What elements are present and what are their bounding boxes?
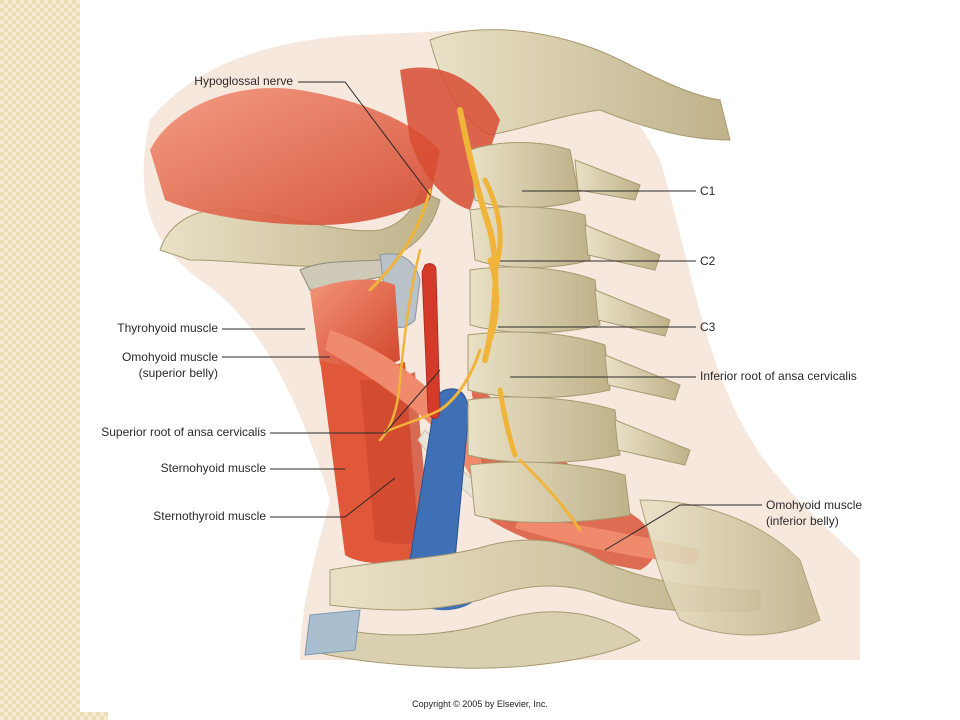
label-thyrohyoid-muscle: Thyrohyoid muscle [117, 321, 218, 335]
label-c2: C2 [700, 254, 716, 268]
label-inferior-root-ansa: Inferior root of ansa cervicalis [700, 369, 857, 383]
label-c1: C1 [700, 184, 716, 198]
label-omohyoid-inferior-line1: Omohyoid muscle [766, 498, 863, 512]
nerves [368, 107, 582, 532]
label-omohyoid-inferior-line2: (inferior belly) [766, 514, 839, 528]
label-superior-root-ansa: Superior root of ansa cervicalis [101, 425, 266, 439]
label-hypoglossal-nerve: Hypoglossal nerve [194, 74, 293, 88]
label-sternothyroid-muscle: Sternothyroid muscle [153, 509, 266, 523]
frame-bottom-strip [80, 712, 108, 720]
decorative-frame-strip [0, 0, 80, 720]
label-c3: C3 [700, 320, 716, 334]
suprahyoid-muscles [150, 88, 440, 225]
label-omohyoid-superior-line1: Omohyoid muscle [121, 350, 218, 364]
label-omohyoid-superior-line2: (superior belly) [138, 366, 218, 380]
first-rib [309, 611, 641, 669]
sternothyroid-muscle [360, 372, 430, 544]
omohyoid-superior-belly [325, 330, 500, 505]
label-sternohyoid-muscle: Sternohyoid muscle [160, 461, 266, 475]
scapula-acromion [639, 499, 821, 636]
leader-lines [222, 81, 762, 551]
copyright-notice: Copyright © 2005 by Elsevier, Inc. [412, 699, 548, 709]
subclavius-tendon [304, 609, 361, 656]
